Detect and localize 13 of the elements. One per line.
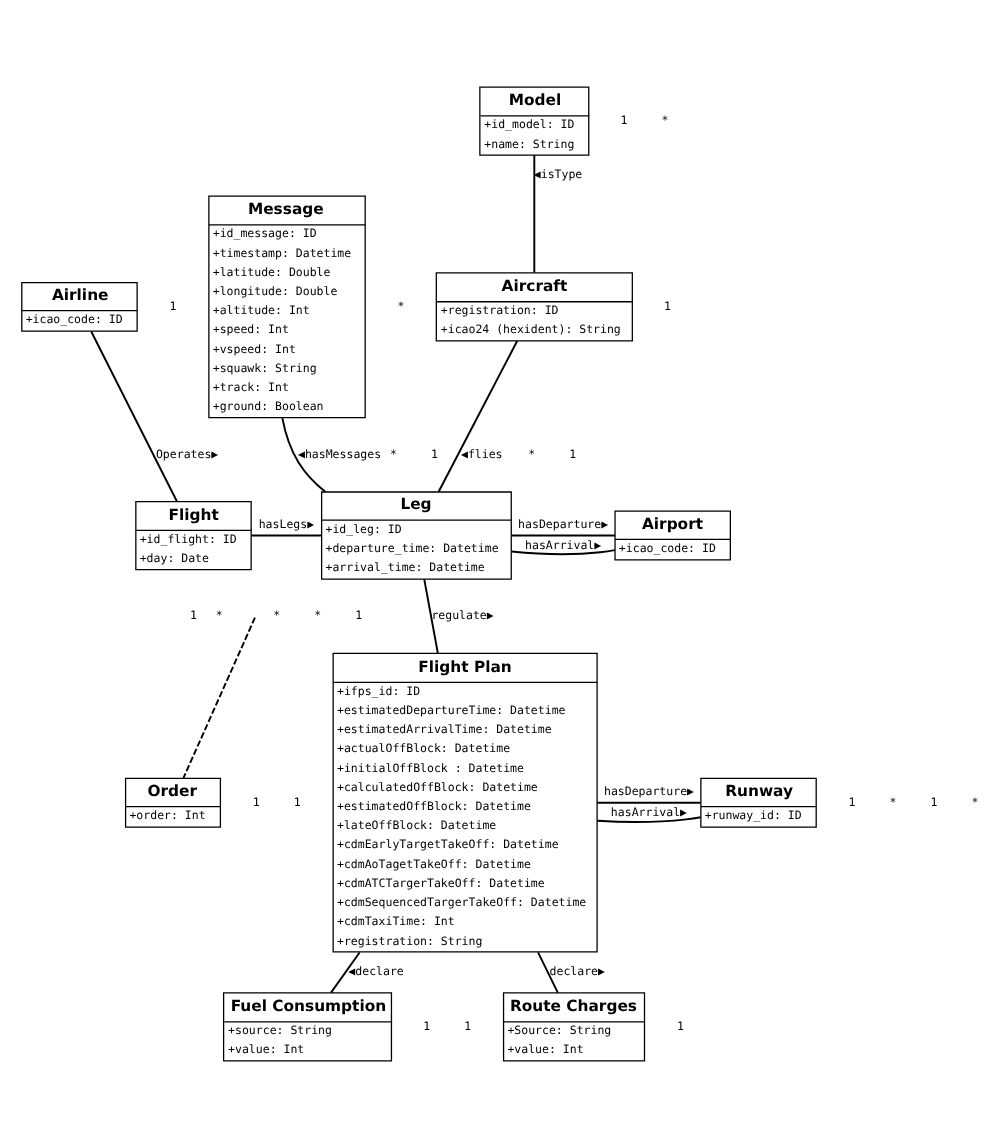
connector <box>596 816 702 823</box>
connector <box>330 951 361 994</box>
connector <box>596 801 702 804</box>
connector <box>423 578 439 654</box>
connector <box>437 340 519 493</box>
connector <box>510 534 616 537</box>
connector <box>182 616 256 779</box>
connector <box>281 417 327 493</box>
connector <box>250 534 323 537</box>
connector <box>90 330 178 503</box>
connector <box>533 154 536 274</box>
connector <box>510 549 616 556</box>
connector <box>537 951 559 994</box>
